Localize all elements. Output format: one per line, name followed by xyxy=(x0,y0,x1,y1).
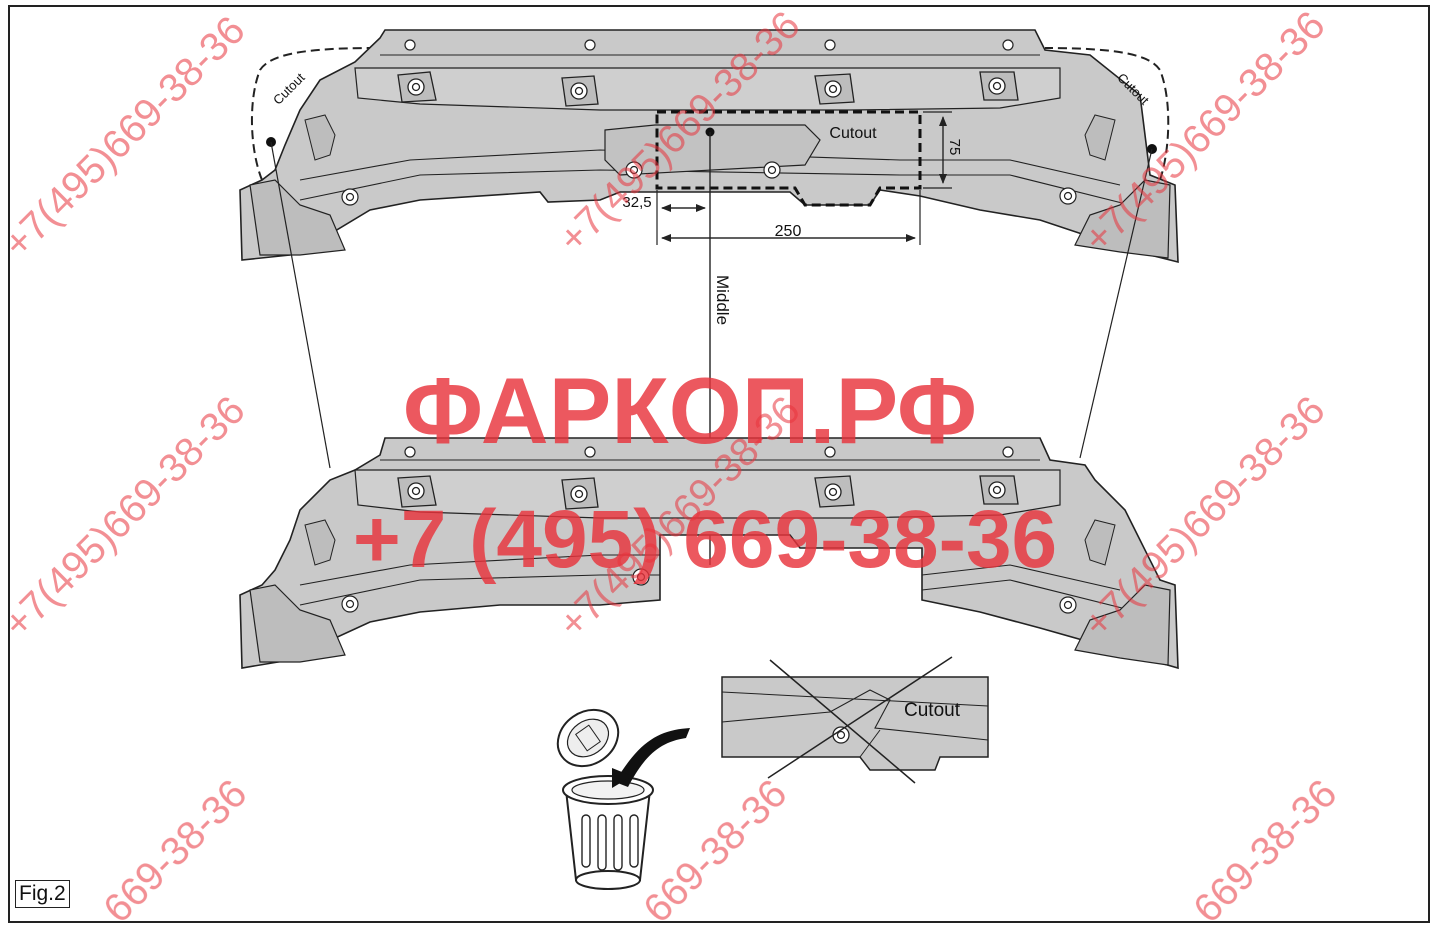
watermark-title: ФАРКОП.РФ xyxy=(403,358,977,463)
cutout-left-label: Cutout xyxy=(270,70,308,108)
figure-border xyxy=(8,5,1430,923)
trash-bin-icon xyxy=(556,708,690,890)
left-cutout-outline xyxy=(250,47,376,181)
watermark-main: ФАРКОП.РФ +7 (495) 669-38-36 xyxy=(353,358,1057,585)
cutout-detail-label: Cutout xyxy=(904,700,961,721)
top-bumper-cover xyxy=(239,29,1179,264)
dim-75-label: 75 xyxy=(946,139,963,156)
center-cutout-outline xyxy=(655,110,922,207)
watermark-diag-1: +7(495)669-38-36 xyxy=(0,8,254,266)
middle-label: Middle xyxy=(713,275,732,325)
watermark-diag-8: 669-38-36 xyxy=(635,771,795,931)
cutout-detail xyxy=(721,656,989,784)
watermark-phone: +7 (495) 669-38-36 xyxy=(353,494,1057,585)
bottom-bumper-cover xyxy=(239,437,1179,670)
dim-32-5-label: 32,5 xyxy=(622,194,651,211)
watermark-diag-4: +7(495)669-38-36 xyxy=(0,388,254,646)
figure-label: Fig.2 xyxy=(15,880,70,908)
watermark-diag-7: 669-38-36 xyxy=(95,771,255,931)
watermark-diag-9: 669-38-36 xyxy=(1185,771,1345,931)
cutout-center-label: Cutout xyxy=(829,125,877,142)
dim-250-label: 250 xyxy=(775,223,802,240)
right-cutout-outline xyxy=(1044,47,1170,181)
